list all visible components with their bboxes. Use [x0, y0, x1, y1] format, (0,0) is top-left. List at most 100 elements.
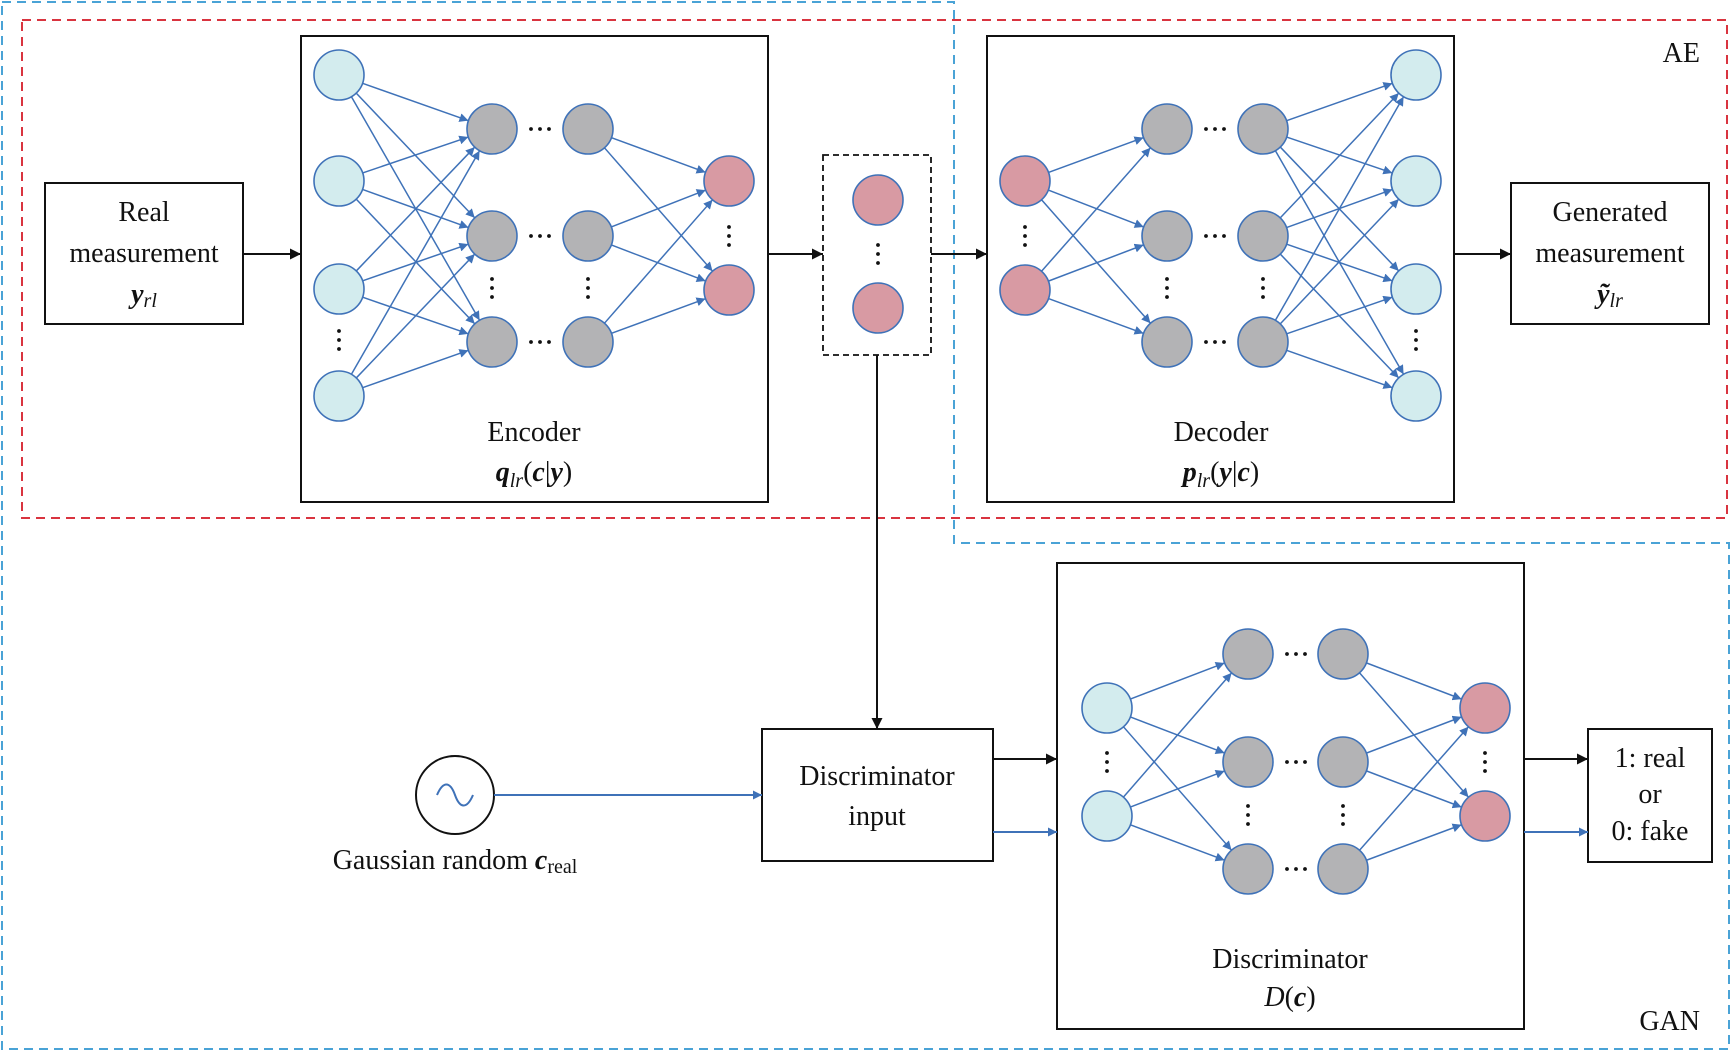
encoder-latent-node: [703, 155, 755, 207]
real-measurement-line2: measurement: [69, 238, 218, 269]
discriminator-title: Discriminator: [1212, 944, 1368, 975]
decoder-h1-vdots-0: [1165, 277, 1169, 281]
decoder-h2-out-edge-2-1: [1279, 198, 1400, 325]
latent-node: [852, 174, 904, 226]
disc-hdots-0: [1285, 760, 1289, 764]
encoder-hidden1-node: [466, 103, 518, 155]
decoder-hidden2-node: [1237, 103, 1289, 155]
disc-hdots-0: [1285, 867, 1289, 871]
disc-in-h1-edge-1-1: [1130, 769, 1225, 808]
disc-output-node: [1459, 682, 1511, 734]
decoder-output-node: [1390, 49, 1442, 101]
disc-output-node: [1459, 790, 1511, 842]
encoder-out-vdots-2: [727, 243, 731, 247]
real-measurement-line1: Real: [118, 197, 170, 228]
encoder-in-vdots-0: [337, 329, 341, 333]
gaussian-random-label: Gaussian random creal: [333, 845, 578, 878]
disc-hidden2-node: [1317, 628, 1369, 680]
disc-hdots-1: [1294, 760, 1298, 764]
encoder-in-vdots-2: [337, 347, 341, 351]
encoder-h2-out-edge-2-1: [611, 297, 706, 335]
decoder-in-vdots-1: [1023, 234, 1027, 238]
disc-hidden1-node: [1222, 628, 1274, 680]
discriminator-symbol: D(c): [1263, 982, 1315, 1013]
encoder-h2-out-edge-0-1: [603, 147, 714, 272]
disc-hdots-2: [1303, 760, 1307, 764]
disc-h1-vdots-1: [1246, 813, 1250, 817]
decoder-in-h1-edge-1-2: [1048, 297, 1144, 335]
sine-wave-icon: [436, 783, 474, 807]
encoder-hidden1-node: [466, 316, 518, 368]
decoder-hidden1-node: [1141, 316, 1193, 368]
encoder-h1-vdots-1: [490, 286, 494, 290]
discriminator-box: [1056, 562, 1525, 1030]
encoder-h2-out-edge-1-1: [611, 244, 706, 283]
decoder-in-vdots-2: [1023, 243, 1027, 247]
decoder-hdots-0: [1204, 234, 1208, 238]
decoder-in-h1-edge-1-0: [1040, 147, 1152, 272]
result-line2: or: [1638, 779, 1662, 810]
latent-vdots-1: [876, 252, 880, 256]
encoder-hdots-1: [538, 340, 542, 344]
result-line3: 0: fake: [1612, 816, 1689, 847]
decoder-hdots-0: [1204, 340, 1208, 344]
latent-node: [852, 282, 904, 334]
decoder-hidden2-node: [1237, 210, 1289, 262]
gan-region-label: GAN: [1639, 1006, 1700, 1037]
decoder-hdots-1: [1213, 127, 1217, 131]
encoder-hdots-2: [547, 127, 551, 131]
encoder-in-h1-edge-1-0: [362, 135, 469, 174]
decoder-latent-node: [999, 155, 1051, 207]
decoder-hidden2-node: [1237, 316, 1289, 368]
encoder-in-vdots-1: [337, 338, 341, 342]
decoder-h2-out-edge-1-0: [1279, 92, 1400, 219]
decoder-in-h1-edge-0-0: [1048, 136, 1144, 174]
decoder-output-node: [1390, 155, 1442, 207]
real-fake-output-box: [1587, 728, 1713, 863]
decoder-out-vdots-1: [1414, 338, 1418, 342]
ae-region-border: [21, 19, 1728, 519]
disc-out-vdots-2: [1483, 769, 1487, 773]
decoder-hdots-1: [1213, 340, 1217, 344]
decoder-h2-vdots-0: [1261, 277, 1265, 281]
discriminator-input-line2: input: [848, 801, 906, 832]
encoder-input-node: [313, 155, 365, 207]
encoder-in-h1-edge-0-0: [362, 82, 469, 122]
encoder-hdots-1: [538, 234, 542, 238]
ae-region-label: AE: [1663, 38, 1700, 69]
disc-hidden2-node: [1317, 736, 1369, 788]
encoder-hdots-1: [538, 127, 542, 131]
disc-hidden1-node: [1222, 736, 1274, 788]
disc-h2-vdots-2: [1341, 822, 1345, 826]
decoder-in-h1-edge-0-2: [1040, 199, 1152, 324]
network-nodes: [313, 49, 1511, 895]
latent-vdots-0: [876, 243, 880, 247]
discriminator-input-box: [761, 728, 994, 862]
encoder-latent-node: [703, 264, 755, 316]
disc-hdots-2: [1303, 652, 1307, 656]
disc-in-h1-edge-1-2: [1130, 824, 1225, 862]
encoder-hdots-2: [547, 340, 551, 344]
discriminator-input-line1: Discriminator: [799, 761, 955, 792]
decoder-out-vdots-0: [1414, 329, 1418, 333]
decoder-hdots-2: [1222, 340, 1226, 344]
generated-measurement-line1: Generated: [1552, 197, 1667, 228]
disc-h1-vdots-0: [1246, 804, 1250, 808]
decoder-h1-vdots-2: [1165, 295, 1169, 299]
decoder-box: [986, 35, 1455, 503]
encoder-symbol: qlr(c|y): [496, 457, 572, 492]
decoder-h1-vdots-1: [1165, 286, 1169, 290]
encoder-out-vdots-0: [727, 225, 731, 229]
decoder-output-node: [1390, 370, 1442, 422]
disc-in-vdots-1: [1105, 760, 1109, 764]
decoder-h2-out-edge-2-2: [1286, 295, 1393, 335]
decoder-hdots-2: [1222, 234, 1226, 238]
disc-input-node: [1081, 682, 1133, 734]
encoder-in-h1-edge-3-0: [350, 150, 481, 375]
decoder-in-vdots-0: [1023, 225, 1027, 229]
decoder-title: Decoder: [1174, 417, 1270, 448]
real-measurement-symbol: yrl: [128, 279, 157, 312]
blue-flow-arrows: [494, 790, 1588, 837]
encoder-h2-vdots-1: [586, 286, 590, 290]
